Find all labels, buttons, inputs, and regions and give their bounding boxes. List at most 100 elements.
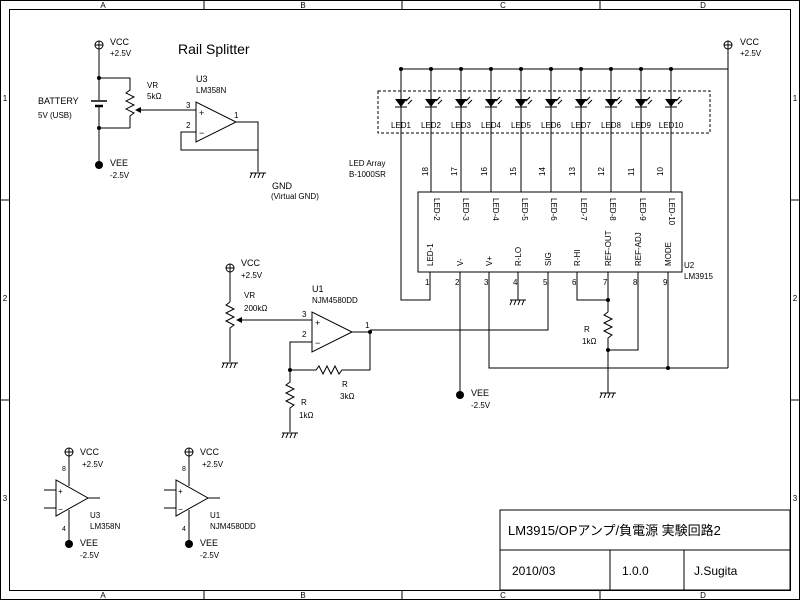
vcc-u1-value: +2.5V [241, 271, 263, 280]
vcc-u1-symbol [225, 263, 235, 273]
led-label: LED9 [631, 121, 652, 130]
pin-label: LED-8 [608, 198, 617, 221]
svg-text:−: − [58, 505, 63, 514]
wiper-arrow-icon [135, 107, 141, 113]
led-5: LED5 [511, 67, 533, 192]
vr-200k-resistor [224, 301, 236, 362]
pin-number: 18 [421, 167, 430, 176]
col-label-c: C [500, 1, 506, 10]
vee-chip-label: VEE [471, 388, 489, 398]
svg-text:+: + [178, 487, 183, 496]
title-block-date: 2010/03 [512, 564, 556, 578]
pu1-pin4: 4 [182, 526, 186, 533]
u1-pin1: 1 [365, 321, 370, 330]
u3-opamp-symbol [195, 101, 238, 143]
led-2: LED2 [421, 67, 443, 192]
lm3915-top-pin: LED-3 17 [450, 167, 470, 222]
vcc-right-symbol [723, 40, 733, 50]
u1-part: NJM4580DD [312, 296, 358, 305]
pin-label: R-HI [573, 250, 582, 266]
pu3-pin8: 8 [62, 466, 66, 473]
vee-value: -2.5V [110, 171, 130, 180]
vr-200k-value: 200kΩ [244, 304, 267, 313]
pin-label: REF-OUT [604, 230, 613, 266]
pin-number: 15 [509, 167, 518, 176]
lm3915-top-pin: LED-416 [480, 167, 500, 222]
pin-label: R-LO [514, 247, 523, 266]
col-label-b-bottom: B [300, 591, 305, 600]
row-label-2-right: 2 [793, 294, 798, 303]
pin-label: REF-ADJ [634, 232, 643, 266]
power-u3: VCC +2.5V + − 8 4 VEE -2.5V U3 LM358N [44, 447, 120, 560]
frame-labels: A B C D A B C D 1 2 3 1 2 3 [3, 1, 798, 600]
pin-label: LED-3 [461, 198, 470, 221]
vcc-u1-label: VCC [241, 258, 261, 268]
row-label-2: 2 [3, 294, 8, 303]
r-1k-chip-value: 1kΩ [582, 337, 596, 346]
led-label: LED2 [421, 121, 442, 130]
lm3915-bottom-pin: V+ 3 [484, 256, 494, 287]
vcc-right-value: +2.5V [740, 49, 762, 58]
gnd-note: (Virtual GND) [271, 192, 319, 201]
pin-number: 17 [450, 167, 459, 176]
led-diode-icon [635, 99, 647, 107]
pin-number: 3 [484, 278, 489, 287]
vr-5k-resistor [124, 88, 136, 128]
col-label-b: B [300, 1, 305, 10]
lm3915-bottom-pin: R-HI6 [572, 250, 582, 287]
pu3-pin4: 4 [62, 526, 66, 533]
led-label: LED3 [451, 121, 472, 130]
led-label: LED8 [601, 121, 622, 130]
led-3: LED3 [451, 67, 473, 192]
row-label-3-right: 3 [793, 494, 798, 503]
led-diode-icon [605, 99, 617, 107]
pin-label: LED-6 [549, 198, 558, 221]
svg-text:+: + [58, 487, 63, 496]
lm3915-top-pin: LED-614 [538, 167, 558, 222]
pu3-opamp-symbol [55, 479, 90, 517]
pin-number: 10 [656, 167, 665, 176]
pin-number: 9 [663, 278, 668, 287]
vcc-value: +2.5V [110, 49, 132, 58]
lm3915-top-pin: LED-7 13 [568, 167, 588, 222]
pin-label: V- [456, 258, 465, 266]
ground-refadj-icon [599, 392, 616, 399]
u3-pin2: 2 [186, 121, 191, 130]
battery-icon [91, 100, 107, 108]
u1-pin2: 2 [302, 330, 307, 339]
pin-label: SIG [544, 252, 553, 266]
vcc-pu3-symbol [64, 447, 74, 457]
led-array-outline [377, 90, 711, 134]
u1-pin3: 3 [302, 310, 307, 319]
row-label-3: 3 [3, 494, 8, 503]
vcc-right-label: VCC [740, 37, 760, 47]
svg-text:+: + [315, 318, 320, 328]
led-diode-icon [425, 99, 437, 107]
led-4: LED4 [481, 67, 503, 192]
vcc-pu1-symbol [184, 447, 194, 457]
u1-opamp-symbol [311, 311, 354, 353]
lm3915-ref: U2 [684, 261, 695, 270]
pin-label: LED-1 [426, 243, 435, 266]
col-label-a-bottom: A [100, 591, 106, 600]
led-7: LED7 [571, 67, 593, 192]
lm3915-bottom-pin: R-LO4 [513, 247, 523, 287]
led-diode-icon [545, 99, 557, 107]
u1-amplifier: VCC +2.5V VR 200kΩ + − 3 2 1 U1 NJM4580D… [221, 258, 372, 439]
title-block-author: J.Sugita [694, 564, 738, 578]
pin-label: LED-7 [579, 198, 588, 221]
pin-number: 16 [480, 167, 489, 176]
vr-5k-name: VR [147, 81, 158, 90]
led-label: LED5 [511, 121, 532, 130]
pu1-part: NJM4580DD [210, 522, 256, 531]
pin-number: 13 [568, 167, 577, 176]
title-block: LM3915/OPアンプ/負電源 実験回路2 2010/03 1.0.0 J.S… [499, 509, 791, 591]
led-label: LED10 [659, 121, 684, 130]
pin-label: V+ [485, 256, 494, 266]
led-label: LED7 [571, 121, 592, 130]
r-1k-chip-name: R [584, 325, 590, 334]
led-8: LED8 [601, 67, 623, 192]
u3-part: LM358N [196, 86, 226, 95]
